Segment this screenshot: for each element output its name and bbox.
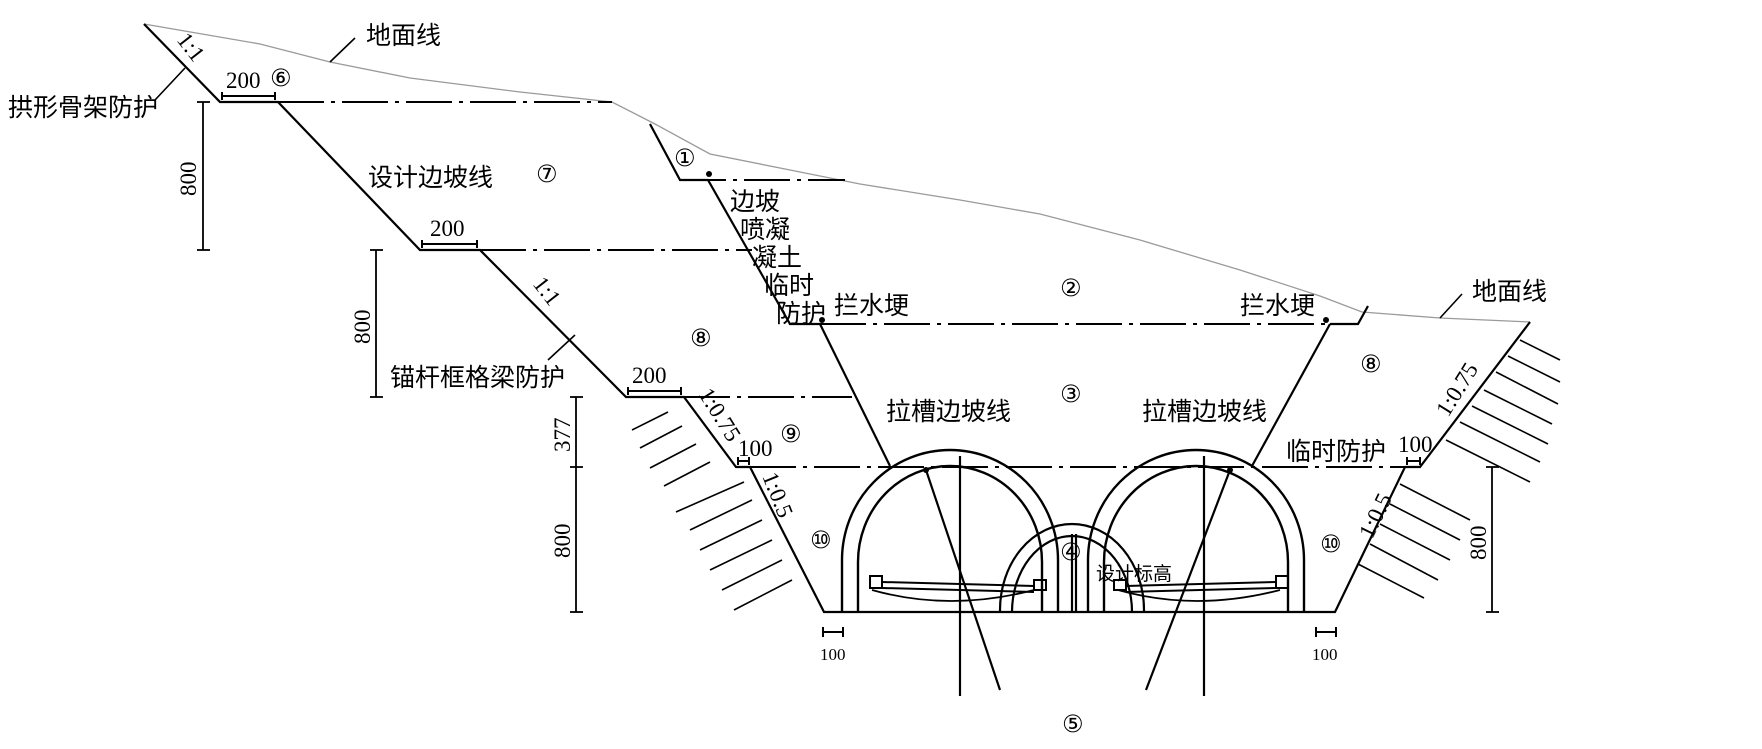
anchor-dot-left bbox=[923, 467, 929, 473]
ground-line-right-label: 地面线 bbox=[1472, 277, 1547, 306]
height-dimension-lines bbox=[197, 101, 1499, 613]
bottom-width-left: 100 bbox=[820, 645, 846, 664]
zone-3: ③ bbox=[1060, 380, 1082, 408]
berm-width-4: 100 bbox=[738, 436, 773, 461]
water-bar-right-line bbox=[1330, 305, 1369, 326]
anchor-frame-label: 锚杆框格梁防护 bbox=[390, 363, 565, 392]
trench-slope-right-line bbox=[1251, 323, 1331, 467]
height-4: 800 bbox=[550, 524, 575, 559]
zone-6: ⑥ bbox=[270, 64, 292, 92]
berm-width-3: 200 bbox=[632, 363, 667, 388]
temp-protection-label: 临时防护 bbox=[1286, 437, 1386, 466]
middle-pilot-tunnel bbox=[998, 522, 1146, 613]
temp-shotcrete-line-1: 边坡 bbox=[730, 187, 780, 216]
berm-dimension-marks bbox=[221, 92, 1421, 637]
berm-width-5: 100 bbox=[1398, 432, 1433, 457]
trench-slope-left-line bbox=[819, 323, 891, 467]
tunnel-right bbox=[1086, 448, 1306, 612]
tunnel-left bbox=[840, 448, 1060, 612]
zone-10-left: ⑩ bbox=[810, 526, 832, 554]
height-5: 800 bbox=[1466, 526, 1491, 561]
berm-width-1: 200 bbox=[226, 68, 261, 93]
berm-width-2: 200 bbox=[430, 216, 465, 241]
design-slope-label: 设计边坡线 bbox=[368, 163, 493, 192]
slope-ratio-1: 1:1 bbox=[172, 28, 210, 67]
tunnel-anchors bbox=[924, 456, 1232, 696]
slope-ratio-5: 1:0.75 bbox=[1431, 358, 1483, 421]
temp-shotcrete-line-3: 凝土 bbox=[752, 243, 802, 272]
height-3: 377 bbox=[550, 418, 575, 453]
design-slope-line bbox=[143, 23, 1531, 614]
rock-hatch-left bbox=[631, 411, 793, 611]
zone-5: ⑤ bbox=[1062, 710, 1084, 738]
temp-shotcrete-line-4: 临时 bbox=[764, 271, 814, 300]
water-bar-left-label: 拦水埂 bbox=[834, 291, 909, 320]
temp-shotcrete-slope bbox=[649, 123, 820, 326]
zone-9: ⑨ bbox=[780, 420, 802, 448]
ground-line bbox=[143, 23, 1531, 323]
trench-slope-left-label: 拉槽边坡线 bbox=[886, 397, 1011, 426]
height-1: 800 bbox=[176, 162, 201, 197]
leader-lines bbox=[154, 37, 1463, 361]
temp-shotcrete-line-5: 防护 bbox=[776, 299, 826, 328]
water-bar-left-dot bbox=[819, 317, 825, 323]
design-elevation-label: 设计标高 bbox=[1096, 563, 1172, 585]
rock-hatch-right bbox=[1357, 339, 1561, 599]
zone-4: ④ bbox=[1060, 538, 1082, 566]
slope-ratio-6: 1:0.5 bbox=[1354, 489, 1397, 542]
water-bar-right-label: 拦水埂 bbox=[1240, 291, 1315, 320]
zone-8-right: ⑧ bbox=[1360, 350, 1382, 378]
tunnel-rails bbox=[869, 575, 1289, 593]
water-bar-right-dot bbox=[1323, 317, 1329, 323]
arch-frame-label: 拱形骨架防护 bbox=[8, 93, 158, 122]
zone-8-left: ⑧ bbox=[690, 324, 712, 352]
zone-10-right: ⑩ bbox=[1320, 530, 1342, 558]
bottom-width-right: 100 bbox=[1312, 645, 1338, 664]
zone-1: ① bbox=[674, 144, 696, 172]
berm-lines bbox=[278, 101, 1405, 468]
anchor-dot-right bbox=[1227, 467, 1233, 473]
shotcrete-dot bbox=[706, 171, 712, 177]
zone-2: ② bbox=[1060, 274, 1082, 302]
height-2: 800 bbox=[350, 310, 375, 345]
temp-shotcrete-label: 边坡 喷凝 凝土 临时 防护 bbox=[730, 187, 826, 328]
trench-slope-right-label: 拉槽边坡线 bbox=[1142, 397, 1267, 426]
ground-line-left-label: 地面线 bbox=[366, 21, 441, 50]
zone-7: ⑦ bbox=[536, 160, 558, 188]
temp-shotcrete-line-2: 喷凝 bbox=[740, 215, 790, 244]
